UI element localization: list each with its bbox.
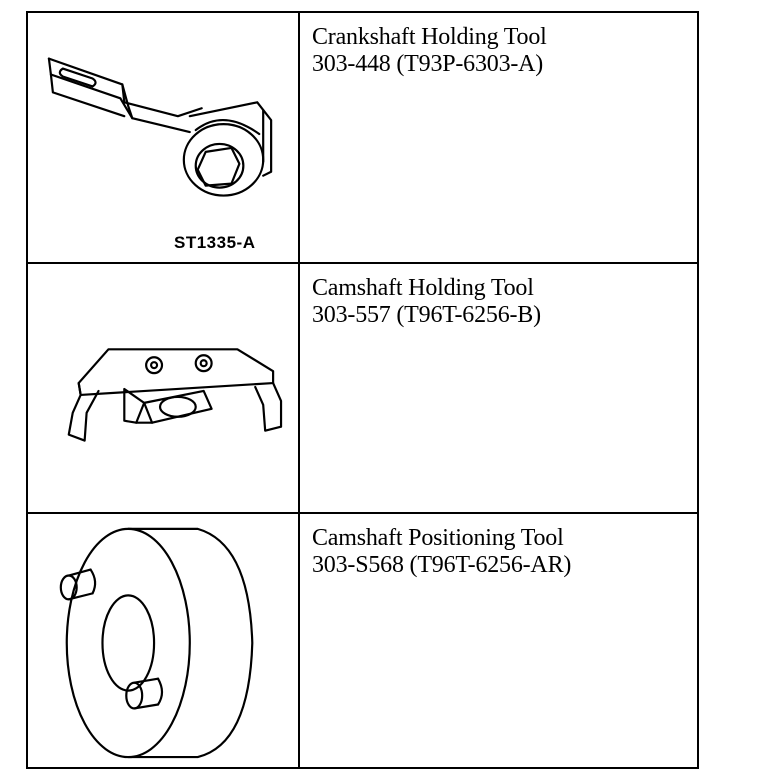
tool-name: Crankshaft Holding Tool	[312, 24, 547, 50]
tool-description-cell: Camshaft Positioning Tool 303-S568 (T96T…	[298, 512, 699, 769]
figure-id: ST1335-A	[174, 233, 256, 252]
tool-name: Camshaft Holding Tool	[312, 275, 534, 301]
table-row: Camshaft Holding Tool 303-557 (T96T-6256…	[26, 262, 699, 514]
table-row: ST1335-A Crankshaft Holding Tool 303-448…	[26, 11, 699, 264]
tool-name: Camshaft Positioning Tool	[312, 525, 564, 551]
tool-part-number: 303-557 (T96T-6256-B)	[312, 302, 541, 328]
tool-description-cell: Camshaft Holding Tool 303-557 (T96T-6256…	[298, 262, 699, 514]
table-row: Camshaft Positioning Tool 303-S568 (T96T…	[26, 512, 699, 769]
camshaft-holding-tool-illustration	[67, 348, 283, 442]
tool-part-number: 303-S568 (T96T-6256-AR)	[312, 552, 572, 578]
special-tools-table: ST1335-A Crankshaft Holding Tool 303-448…	[26, 11, 699, 769]
tool-image-cell	[26, 262, 300, 514]
camshaft-positioning-tool-illustration	[59, 527, 254, 759]
crankshaft-holding-tool-illustration	[47, 57, 273, 197]
tool-part-number: 303-448 (T93P-6303-A)	[312, 51, 544, 77]
tool-description-cell: Crankshaft Holding Tool 303-448 (T93P-63…	[298, 11, 699, 264]
tool-image-cell: ST1335-A	[26, 11, 300, 264]
tool-image-cell	[26, 512, 300, 769]
